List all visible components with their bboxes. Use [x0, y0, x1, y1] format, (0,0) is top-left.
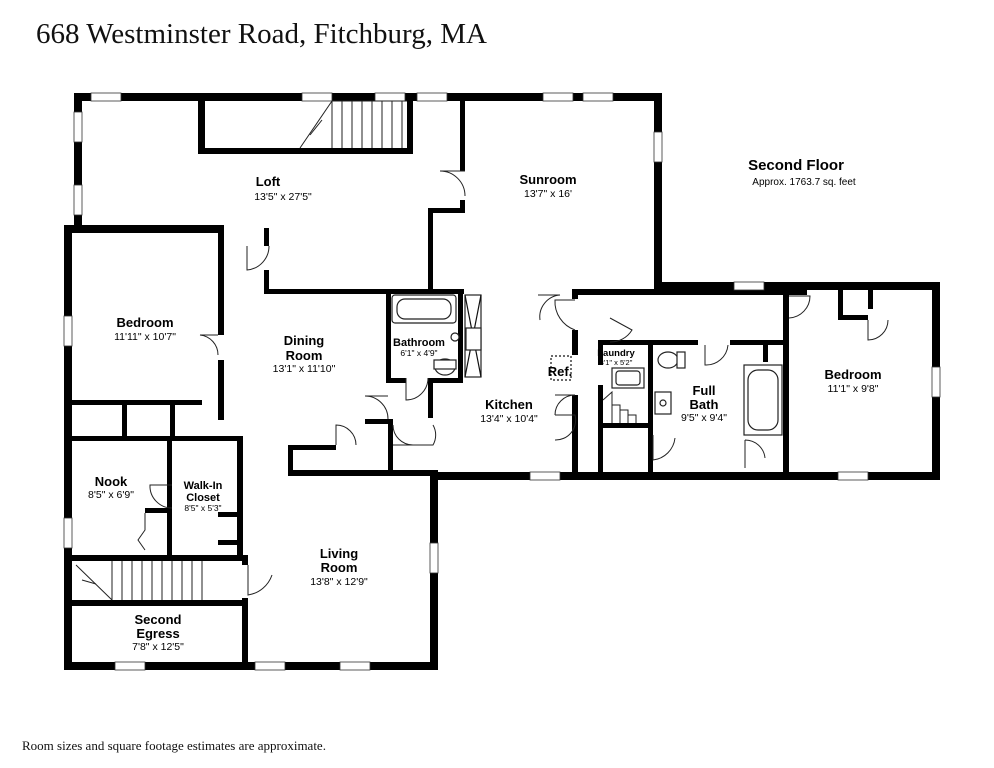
room-label-kitchen: Kitchen 13'4" x 10'4" [480, 397, 538, 425]
floor-label: Second Floor Approx. 1763.7 sq. feet [748, 157, 856, 188]
room-name-line2: Bath [690, 397, 719, 412]
loft-stairs [299, 100, 407, 149]
room-name-line1: Dining [284, 333, 324, 348]
room-dimensions: 13'7" x 16' [524, 188, 572, 200]
room-label-bedroom-right: Bedroom 11'1" x 9'8" [824, 367, 881, 395]
room-dimensions: 9'5" x 9'4" [681, 412, 727, 424]
room-name-line2: Room [321, 560, 358, 575]
room-name: Loft [256, 174, 281, 189]
room-dimensions: 11'1" x 9'8" [828, 383, 879, 395]
room-dimensions: 13'5" x 27'5" [254, 191, 312, 203]
fixture-name: Ref. [548, 364, 573, 379]
room-name: Nook [95, 474, 128, 489]
room-name: Bedroom [824, 367, 881, 382]
room-dimensions: 8'5" x 5'3" [184, 503, 221, 513]
room-label-sunroom: Sunroom 13'7" x 16' [519, 172, 576, 200]
room-name-line1: Walk-In [184, 480, 223, 492]
egress-stairs [75, 561, 203, 601]
room-name: Laundry [597, 348, 635, 359]
room-dimensions: 13'8" x 12'9" [310, 576, 368, 588]
windows [63, 92, 941, 671]
room-label-bedroom-left: Bedroom 11'11" x 10'7" [114, 315, 176, 343]
room-label-nook: Nook 8'5" x 6'9" [88, 474, 134, 501]
disclaimer-note: Room sizes and square footage estimates … [22, 738, 326, 753]
room-name-line2: Room [286, 348, 323, 363]
room-name: Sunroom [519, 172, 576, 187]
room-dimensions: 7'8" x 12'5" [132, 641, 184, 653]
bathroom-fixtures [391, 294, 482, 378]
room-name-line2: Closet [186, 492, 220, 504]
fixture-label-ref: Ref. [548, 364, 573, 379]
room-name: Kitchen [485, 397, 533, 412]
room-dimensions: 13'4" x 10'4" [480, 413, 538, 425]
room-label-dining: Dining Room 13'1" x 11'10" [273, 333, 336, 375]
room-label-laundry: Laundry 3'1" x 5'2" [597, 348, 635, 367]
room-label-living: Living Room 13'8" x 12'9" [310, 546, 368, 588]
page-title: 668 Westminster Road, Fitchburg, MA [36, 18, 487, 50]
kitchen-fixtures [550, 355, 572, 381]
room-name-line1: Second [135, 612, 182, 627]
room-label-walkin-closet: Walk-In Closet 8'5" x 5'3" [184, 480, 223, 513]
room-label-bathroom: Bathroom 6'1" x 4'9" [393, 337, 445, 358]
laundry-stairs [602, 390, 637, 423]
floor-area: Approx. 1763.7 sq. feet [752, 177, 856, 188]
room-label-full-bath: Full Bath 9'5" x 9'4" [681, 383, 727, 424]
interior-walls [72, 101, 873, 670]
laundry-fixtures [611, 367, 645, 389]
room-dimensions: 6'1" x 4'9" [400, 348, 437, 358]
floor-name: Second Floor [748, 157, 844, 174]
room-name-line1: Living [320, 546, 358, 561]
room-name-line2: Egress [136, 626, 179, 641]
room-name: Bedroom [116, 315, 173, 330]
doors [137, 170, 889, 596]
room-name: Bathroom [393, 337, 445, 349]
room-dimensions: 13'1" x 11'10" [273, 363, 336, 375]
room-name-line1: Full [692, 383, 715, 398]
room-dimensions: 11'11" x 10'7" [114, 331, 176, 343]
room-label-second-egress: Second Egress 7'8" x 12'5" [132, 612, 184, 653]
room-label-loft: Loft 13'5" x 27'5" [254, 174, 312, 203]
room-dimensions: 8'5" x 6'9" [88, 489, 134, 501]
full-bath-fixtures [654, 351, 783, 436]
room-dimensions: 3'1" x 5'2" [600, 358, 633, 367]
